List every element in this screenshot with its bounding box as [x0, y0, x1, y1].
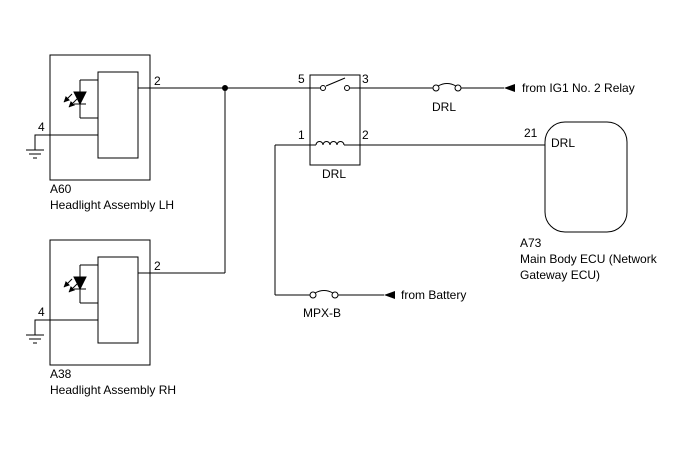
relay-pin-1: 1 — [298, 128, 305, 142]
arrow-icon — [504, 84, 515, 92]
headlight-rh-outline — [49, 239, 151, 366]
relay-switch-icon — [320, 77, 350, 91]
headlight-lh-outline — [49, 54, 151, 181]
source-battery-label: from Battery — [401, 288, 467, 302]
led-icon — [63, 79, 98, 119]
relay-pin-5: 5 — [298, 72, 305, 86]
ground-icon — [26, 319, 98, 344]
arrow-icon — [384, 291, 395, 299]
headlight-lh-code: A60 — [50, 182, 72, 196]
headlight-rh-pin-4: 4 — [38, 305, 45, 319]
ecu-name-line1: Main Body ECU (Network — [520, 252, 657, 266]
fuse-drl-label: DRL — [432, 100, 457, 114]
wire — [138, 85, 321, 274]
relay-coil-icon — [275, 141, 545, 146]
led-icon — [63, 264, 98, 304]
headlight-rh-name: Headlight Assembly RH — [50, 383, 177, 397]
headlight-rh-code: A38 — [50, 367, 72, 381]
fuse-icon — [432, 83, 462, 92]
source-ig1-label: from IG1 No. 2 Relay — [522, 81, 635, 95]
ecu-name-line2: Gateway ECU) — [520, 268, 601, 282]
ground-icon — [26, 134, 98, 159]
ecu-outline — [544, 121, 628, 233]
headlight-rh-pin-2: 2 — [154, 259, 161, 273]
fuse-mpxb-label: MPX-B — [303, 306, 342, 320]
ecu-code: A73 — [520, 236, 542, 250]
ecu-internal-label: DRL — [551, 136, 576, 150]
wire — [274, 145, 384, 296]
relay-pin-3: 3 — [362, 72, 369, 86]
fuse-icon — [309, 290, 339, 299]
ecu-pin-21: 21 — [524, 126, 538, 140]
relay-label: DRL — [322, 167, 347, 181]
relay-box — [309, 74, 361, 166]
headlight-lh-pin-2: 2 — [154, 74, 161, 88]
relay-pin-2: 2 — [362, 128, 369, 142]
headlight-lh-pin-4: 4 — [38, 120, 45, 134]
headlight-lh-name: Headlight Assembly LH — [50, 198, 175, 212]
